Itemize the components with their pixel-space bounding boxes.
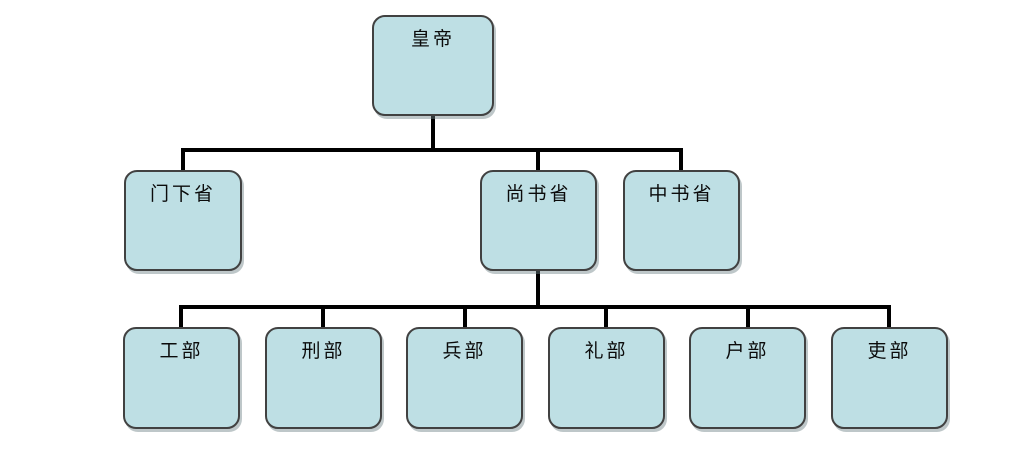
connector-drop-zhongshusheng: [679, 148, 683, 172]
connector-drop-shangshusheng: [536, 148, 540, 172]
node-ministry-of-justice: 刑部: [265, 327, 382, 429]
node-ministry-of-rites: 礼部: [548, 327, 665, 429]
node-ministry-of-revenue: 户部: [689, 327, 806, 429]
node-shangshusheng: 尚书省: [480, 170, 597, 271]
connector-drop-libu-personnel: [887, 305, 891, 329]
connector-drop-gongbu: [179, 305, 183, 329]
connector-drop-libu-rites: [604, 305, 608, 329]
node-ministry-of-works: 工部: [123, 327, 240, 429]
node-ministry-of-war: 兵部: [406, 327, 523, 429]
connector-drop-menxiasheng: [181, 148, 185, 172]
connector-shangshusheng-stem: [536, 269, 540, 307]
connector-level3-bus: [179, 305, 890, 309]
connector-level2-bus: [181, 148, 682, 152]
connector-drop-bingbu: [463, 305, 467, 329]
node-emperor: 皇帝: [372, 15, 494, 116]
connector-drop-xingbu: [321, 305, 325, 329]
node-menxiasheng: 门下省: [124, 170, 242, 271]
connector-emperor-stem: [431, 114, 435, 150]
connector-drop-hubu: [746, 305, 750, 329]
node-zhongshusheng: 中书省: [623, 170, 740, 271]
node-ministry-of-personnel: 吏部: [831, 327, 948, 429]
